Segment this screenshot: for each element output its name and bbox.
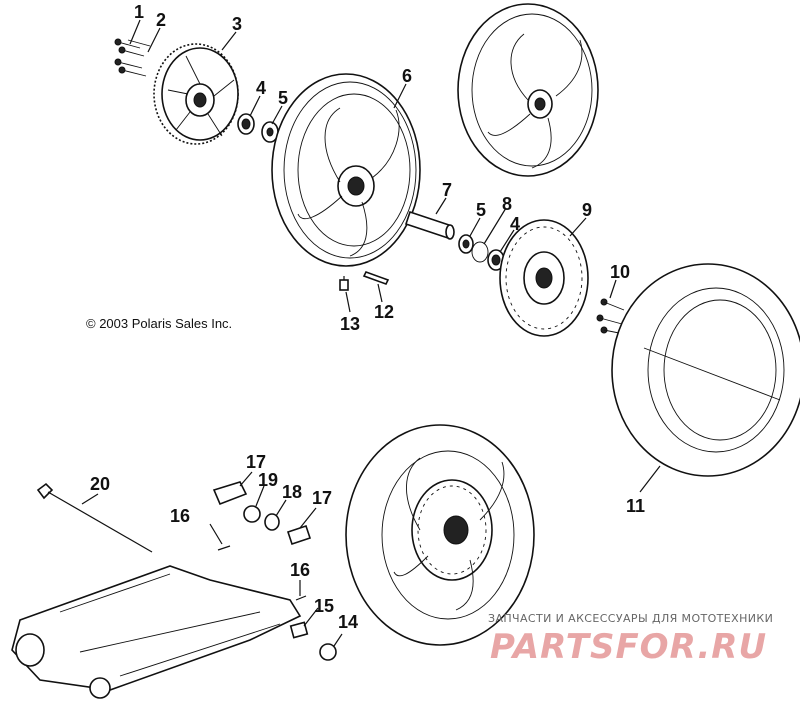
callout-16b: 16 xyxy=(290,560,310,580)
callout-5b: 5 xyxy=(476,200,486,220)
callout-labels: 1 2 3 4 5 6 7 5 8 4 9 10 11 12 13 14 15 … xyxy=(90,2,645,632)
callout-14: 14 xyxy=(338,612,358,632)
callout-19: 19 xyxy=(258,470,278,490)
callout-17b: 17 xyxy=(312,488,332,508)
callout-5: 5 xyxy=(278,88,288,108)
callout-4: 4 xyxy=(256,78,266,98)
bearing-upper xyxy=(237,113,279,143)
copyright-text: © 2003 Polaris Sales Inc. xyxy=(86,316,232,331)
callout-6: 6 xyxy=(402,66,412,86)
callout-4b: 4 xyxy=(510,214,520,234)
assembled-wheel xyxy=(345,424,535,646)
callout-7: 7 xyxy=(442,180,452,200)
chain-adjusters xyxy=(212,481,337,661)
callout-1: 1 xyxy=(134,2,144,22)
reference-wheel-upper xyxy=(457,3,599,177)
callout-12: 12 xyxy=(374,302,394,322)
callout-3: 3 xyxy=(232,14,242,34)
callout-leaders xyxy=(81,19,661,647)
watermark-brand: PARTSFOR.RU xyxy=(490,627,767,667)
callout-11: 11 xyxy=(626,496,645,516)
callout-13: 13 xyxy=(340,314,360,334)
sprocket-pulley xyxy=(153,43,239,145)
watermark-subtitle: ЗАПЧАСТИ И АКСЕССУАРЫ ДЛЯ МОТОТЕХНИКИ xyxy=(488,612,773,625)
pin-and-valve xyxy=(339,271,390,291)
rear-wheel-rim xyxy=(271,73,421,267)
callout-2: 2 xyxy=(156,10,166,30)
spacers-lower xyxy=(458,234,505,271)
callout-10: 10 xyxy=(610,262,630,282)
brake-disc xyxy=(499,219,589,337)
callout-16: 16 xyxy=(170,506,190,526)
axle xyxy=(404,210,455,240)
tire xyxy=(611,263,800,477)
bolts-group xyxy=(114,38,151,77)
disc-bolts xyxy=(596,298,625,335)
callout-18: 18 xyxy=(282,482,302,502)
swingarm xyxy=(11,482,302,699)
callout-17: 17 xyxy=(246,452,266,472)
callout-8: 8 xyxy=(502,194,512,214)
watermark: ЗАПЧАСТИ И АКСЕССУАРЫ ДЛЯ МОТОТЕХНИКИ PA… xyxy=(488,612,773,667)
callout-20: 20 xyxy=(90,474,110,494)
callout-9: 9 xyxy=(582,200,592,220)
callout-15: 15 xyxy=(314,596,334,616)
